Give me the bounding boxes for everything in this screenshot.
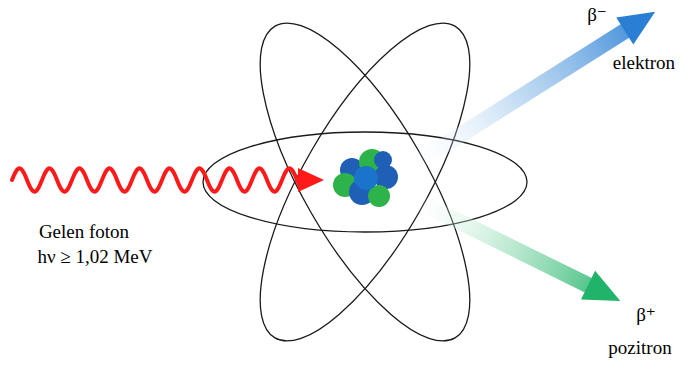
positron-arrow [398, 181, 627, 316]
electron-arrow [396, 0, 663, 184]
nucleus [333, 149, 398, 207]
orbit [221, 0, 508, 369]
particle-name: elektron [613, 52, 675, 74]
photon-wave [12, 168, 324, 192]
photon-label: Gelen foton [39, 221, 129, 243]
particle-symbol: β⁻ [587, 4, 607, 26]
particle-symbol: β⁺ [636, 304, 656, 326]
photon-energy: hν ≥ 1,02 MeV [37, 246, 152, 268]
orbit [221, 0, 508, 369]
particle-name: pozitron [608, 337, 671, 359]
